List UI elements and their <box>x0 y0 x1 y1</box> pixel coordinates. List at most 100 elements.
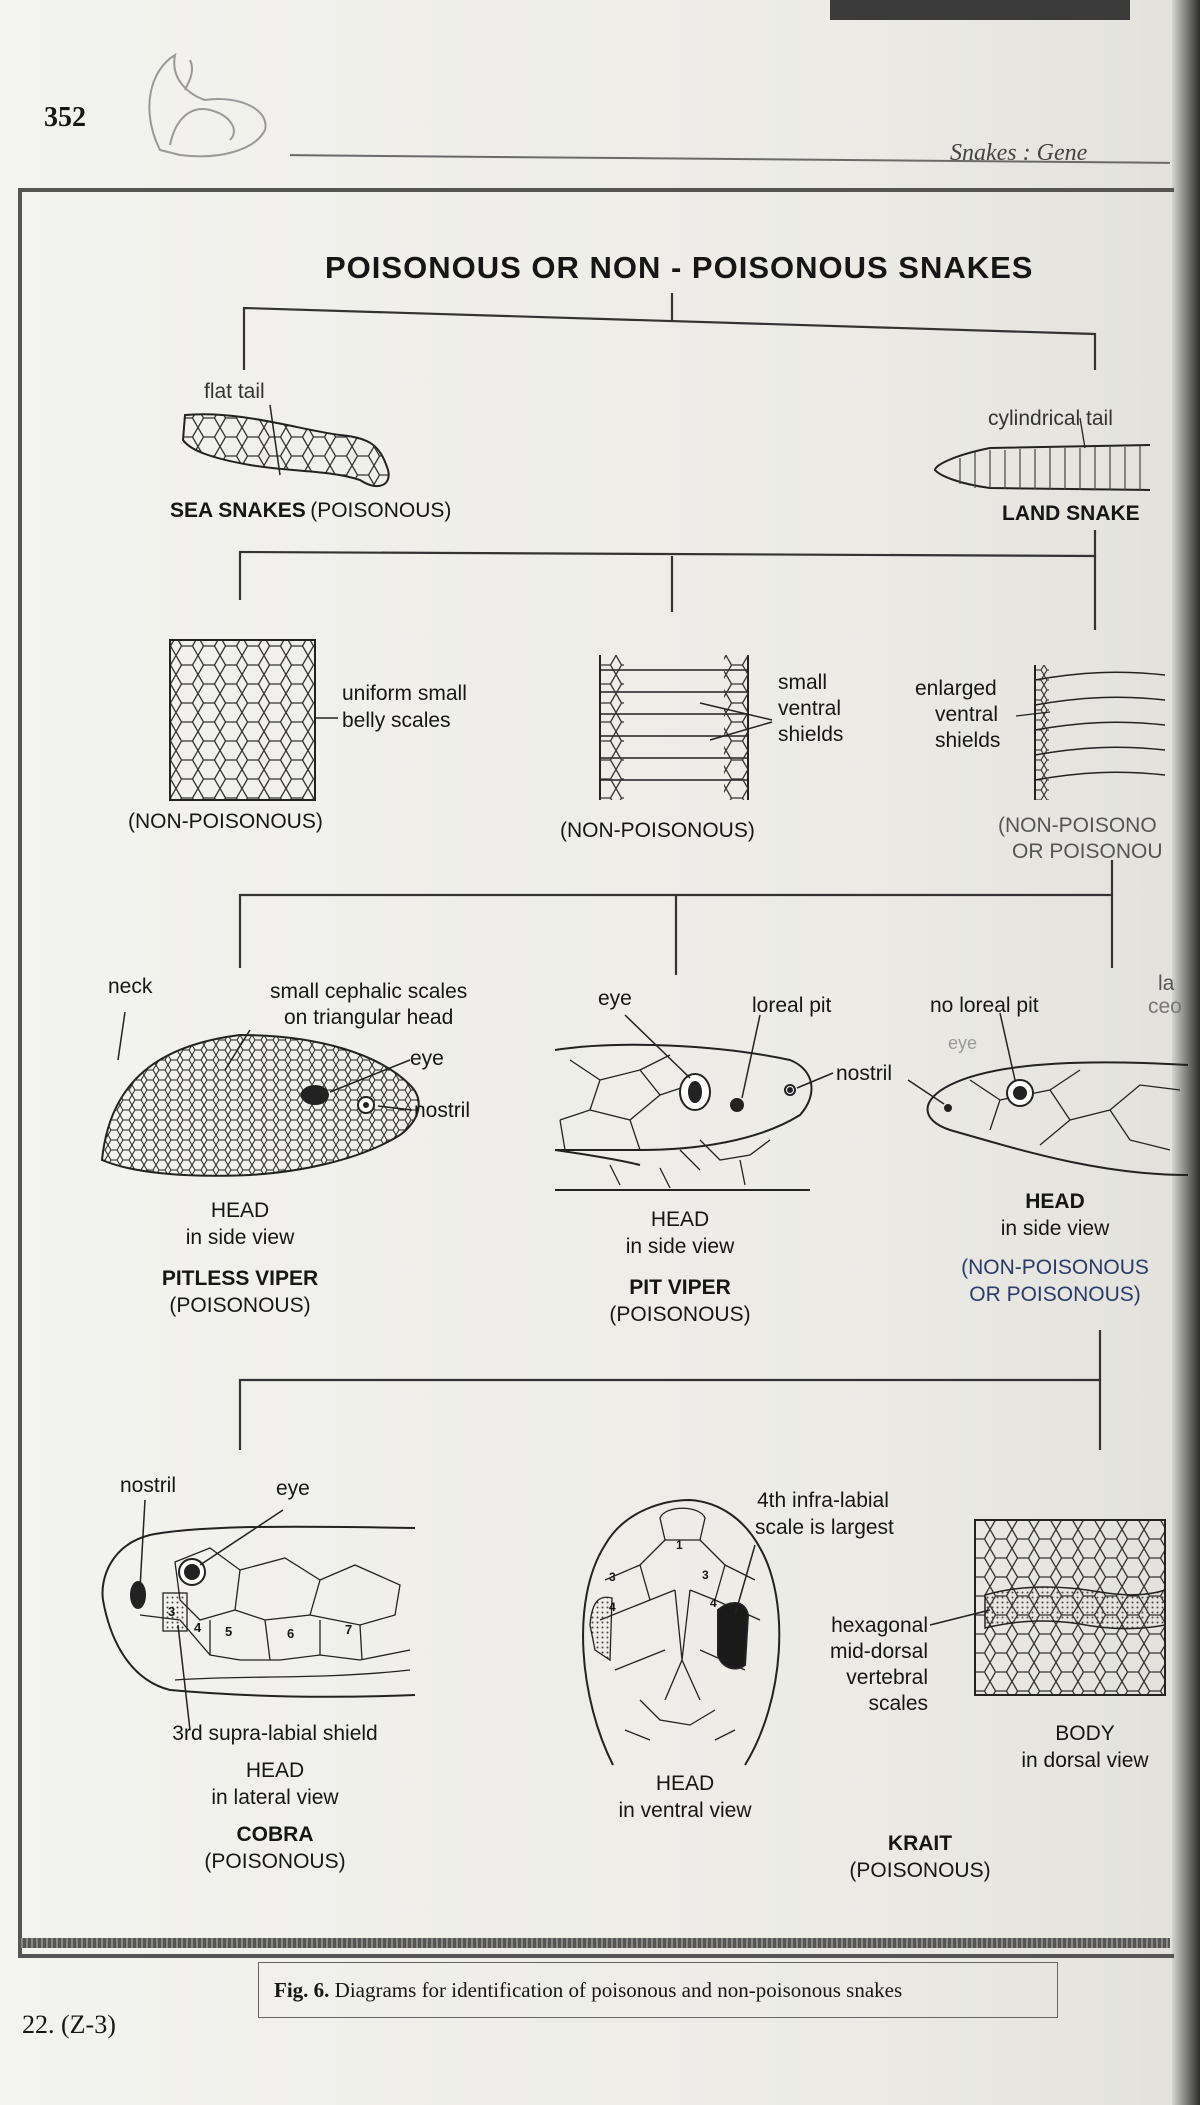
footer-code: 22. (Z-3) <box>22 2010 116 2039</box>
figure-caption: Fig. 6. Diagrams for identification of p… <box>274 1978 902 2003</box>
sea-snakes-name: SEA SNAKES <box>170 499 306 522</box>
cylindrical-tail-label: cylindrical tail <box>988 407 1113 430</box>
sea-snakes-caption: SEA SNAKES (POISONOUS) <box>170 497 451 524</box>
no-loreal-pit-label: no loreal pit <box>930 994 1039 1017</box>
pit-viper-name: PIT VIPER <box>629 1276 731 1299</box>
cobra-caption: 3rd supra-labial shield HEAD in lateral … <box>130 1720 420 1875</box>
pitless-view-2: in side view <box>185 1226 295 1249</box>
nopit-caption: HEAD in side view (NON-POISONOUS OR POIS… <box>930 1188 1180 1308</box>
krait-head-caption: HEAD in ventral view <box>570 1770 800 1824</box>
cutoff-label-2: ceo <box>1148 995 1182 1018</box>
cobra-name: COBRA <box>236 1823 314 1846</box>
uniform-scales-label-1: uniform small <box>342 682 467 705</box>
krait-jaw-4-right: 4 <box>710 1596 717 1610</box>
pit-viper-head-illustration <box>554 1014 834 1191</box>
cobra-shield-3: 3 <box>168 1604 176 1619</box>
enlarged-ventral-scales-illustration <box>1015 665 1166 800</box>
enlarged-ventral-status-2: OR POISONOU <box>1012 840 1163 863</box>
uniform-scales-status: (NON-POISONOUS) <box>128 810 323 833</box>
neck-label: neck <box>108 975 153 998</box>
cobra-eye-label: eye <box>276 1477 310 1500</box>
pitless-viper-name: PITLESS VIPER <box>161 1267 319 1290</box>
cobra-view-1: HEAD <box>245 1759 305 1782</box>
nopit-status-1: (NON-POISONOUS <box>961 1256 1149 1279</box>
krait-body-view-2: in dorsal view <box>1021 1749 1149 1772</box>
cobra-shield-6: 6 <box>287 1626 295 1641</box>
cobra-shield-5: 5 <box>225 1624 233 1639</box>
krait-status: (POISONOUS) <box>849 1859 991 1882</box>
sea-snakes-status: (POISONOUS) <box>310 499 452 522</box>
uniform-scales-illustration <box>169 639 338 801</box>
page-edge-shadow-right <box>1172 0 1200 2105</box>
cobra-shield-7: 7 <box>345 1622 353 1637</box>
small-ventral-label-1: small <box>778 671 828 694</box>
pitless-nostril-label: nostril <box>414 1099 471 1122</box>
infra-labial-label-2: scale is largest <box>755 1516 894 1539</box>
pit-viper-status: (POISONOUS) <box>609 1303 751 1326</box>
uniform-scales-label-2: belly scales <box>342 709 451 732</box>
pitless-viper-status: (POISONOUS) <box>169 1294 311 1317</box>
enlarged-ventral-label-2: ventral <box>935 703 999 726</box>
hexagonal-label-2: mid-dorsal <box>829 1640 928 1663</box>
nopit-status-2: OR POISONOUS) <box>969 1283 1141 1306</box>
connector-lines <box>238 293 1114 1450</box>
figure-number: Fig. 6. <box>274 1978 330 2002</box>
cobra-head-illustration <box>101 1499 416 1731</box>
nopit-eye-label: eye <box>948 1033 978 1053</box>
krait-dorsal-body-illustration <box>929 1519 1166 1696</box>
small-ventral-label-3: shields <box>778 723 844 746</box>
enlarged-ventral-label-1: enlarged <box>915 677 997 700</box>
krait-body-view-1: BODY <box>1055 1722 1115 1745</box>
pitless-viper-head-illustration <box>100 1011 420 1177</box>
cobra-view-2: in lateral view <box>211 1786 339 1809</box>
figure-caption-text: Diagrams for identification of poisonous… <box>334 1978 903 2002</box>
krait-caption: KRAIT (POISONOUS) <box>820 1830 1020 1884</box>
cephalic-scales-label-2: on triangular head <box>284 1006 454 1029</box>
pitless-caption: HEAD in side view PITLESS VIPER (POISONO… <box>140 1197 340 1319</box>
sea-snake-tail-illustration <box>181 404 390 488</box>
hexagonal-label-1: hexagonal <box>831 1614 928 1637</box>
pit-eye-label: eye <box>598 987 632 1010</box>
figure-frame-bottom <box>18 1938 1170 1948</box>
krait-jaw-3-right: 3 <box>702 1568 709 1582</box>
cobra-status: (POISONOUS) <box>204 1850 346 1873</box>
supra-labial-label: 3rd supra-labial shield <box>172 1722 378 1745</box>
pit-view-1: HEAD <box>650 1208 710 1231</box>
nopit-view-1: HEAD <box>1025 1190 1085 1213</box>
krait-view-2: in ventral view <box>618 1799 752 1822</box>
krait-view-1: HEAD <box>655 1772 715 1795</box>
enlarged-ventral-label-3: shields <box>935 729 1001 752</box>
pit-viper-caption: HEAD in side view PIT VIPER (POISONOUS) <box>570 1206 790 1328</box>
krait-jaw-1: 1 <box>676 1538 683 1552</box>
pitless-view-1: HEAD <box>210 1199 270 1222</box>
enlarged-ventral-status-1: (NON-POISONO <box>998 814 1157 837</box>
krait-jaw-4-left: 4 <box>609 1600 616 1614</box>
hexagonal-label-4: scales <box>868 1692 928 1715</box>
cephalic-scales-label-1: small cephalic scales <box>270 980 468 1003</box>
diagram-title: POISONOUS OR NON - POISONOUS SNAKES <box>325 250 1034 285</box>
nopit-view-2: in side view <box>1000 1217 1110 1240</box>
infra-labial-label-1: 4th infra-labial <box>757 1489 889 1512</box>
no-loreal-pit-head-illustration <box>907 1012 1189 1176</box>
krait-ventral-head-illustration <box>582 1498 781 1766</box>
pitless-eye-label: eye <box>410 1047 444 1070</box>
pit-view-2: in side view <box>625 1235 735 1258</box>
cobra-nostril-label: nostril <box>120 1474 177 1497</box>
cutoff-label-1: la <box>1158 972 1175 995</box>
small-ventral-status: (NON-POISONOUS) <box>560 819 755 842</box>
figure-caption-box <box>258 1962 1058 2018</box>
page-edge-shadow <box>830 0 1130 20</box>
land-snake-name: LAND SNAKE <box>1002 502 1140 525</box>
hexagonal-label-3: vertebral <box>846 1666 928 1689</box>
small-ventral-scales-illustration <box>599 655 773 800</box>
pit-nostril-label: nostril <box>836 1062 893 1085</box>
cobra-shield-4: 4 <box>194 1620 202 1635</box>
krait-name: KRAIT <box>887 1832 953 1855</box>
land-snake-tail-illustration <box>933 417 1151 491</box>
krait-body-caption: BODY in dorsal view <box>1000 1720 1170 1774</box>
small-ventral-label-2: ventral <box>778 697 842 720</box>
krait-jaw-3-left: 3 <box>609 1570 616 1584</box>
figure-frame <box>18 188 1174 1958</box>
loreal-pit-label: loreal pit <box>752 994 832 1017</box>
